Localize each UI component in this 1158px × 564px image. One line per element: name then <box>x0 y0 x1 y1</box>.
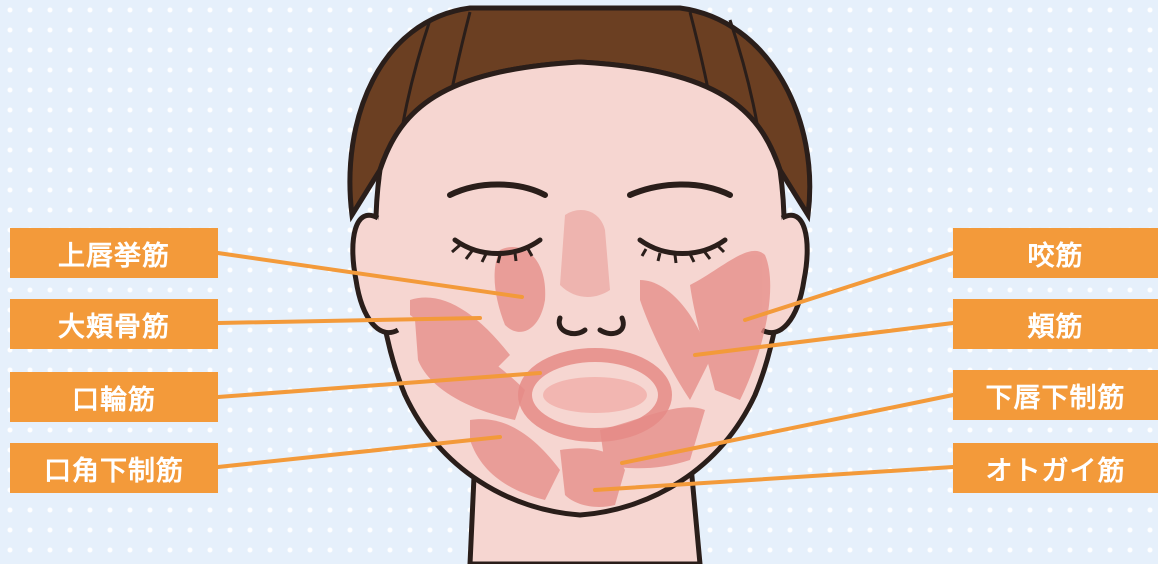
label-orbicularis-oris: 口輪筋 <box>10 372 218 422</box>
label-zygomaticus-major: 大頬骨筋 <box>10 299 218 349</box>
label-levator-labii: 上唇挙筋 <box>10 228 218 278</box>
label-depressor-labii-inferioris: 下唇下制筋 <box>953 370 1158 420</box>
label-depressor-anguli-oris: 口角下制筋 <box>10 443 218 493</box>
label-mentalis: オトガイ筋 <box>953 443 1158 493</box>
mouth <box>543 377 647 413</box>
label-buccinator: 頬筋 <box>953 299 1158 349</box>
label-masseter: 咬筋 <box>953 228 1158 278</box>
